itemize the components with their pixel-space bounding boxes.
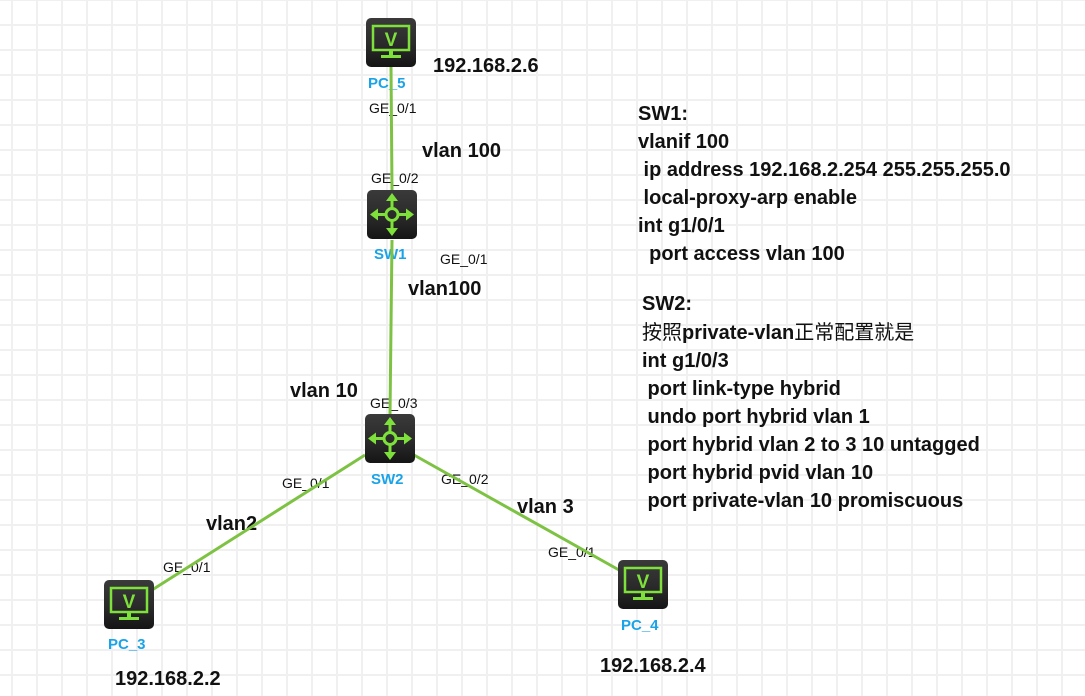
sw2-config-line: int g1/0/3 bbox=[642, 350, 729, 372]
sw1-config-line: port access vlan 100 bbox=[638, 243, 845, 265]
sw2-config-line: undo port hybrid vlan 1 bbox=[642, 406, 870, 428]
sw2-config-line: port hybrid vlan 2 to 3 10 untagged bbox=[642, 434, 980, 456]
sw2-config-line: port hybrid pvid vlan 10 bbox=[642, 462, 874, 484]
sw2-port-right-label: GE_0/2 bbox=[441, 471, 489, 487]
pc-monitor-icon: V bbox=[371, 24, 411, 58]
svg-text:V: V bbox=[385, 30, 398, 51]
vlan-label-sw1-sw2: vlan100 bbox=[408, 278, 482, 300]
pc-monitor-icon: V bbox=[109, 586, 149, 620]
svg-text:V: V bbox=[123, 592, 136, 613]
sw1-label: SW1 bbox=[374, 246, 407, 263]
vlan-label-sw2-pc4: vlan 3 bbox=[517, 496, 574, 518]
sw2-config-line: port private-vlan 10 promiscuous bbox=[642, 490, 964, 512]
pc4-device[interactable]: V bbox=[618, 560, 668, 609]
pc3-device[interactable]: V bbox=[104, 580, 154, 629]
note-prefix: 按照 bbox=[642, 320, 682, 344]
sw2-config-note: 按照private-vlan正常配置就是 bbox=[642, 318, 980, 347]
svg-text:V: V bbox=[637, 572, 650, 593]
pc-monitor-icon: V bbox=[623, 566, 663, 600]
vlan-label-pc5-sw1: vlan 100 bbox=[422, 140, 501, 162]
sw2-config-title: SW2: bbox=[642, 293, 692, 315]
sw2-port-left-label: GE_0/1 bbox=[282, 475, 330, 491]
sw1-config-line: SW1: bbox=[638, 103, 688, 125]
pc3-ip: 192.168.2.2 bbox=[115, 668, 221, 690]
sw2-config-line: port link-type hybrid bbox=[642, 378, 841, 400]
sw1-device[interactable] bbox=[367, 190, 417, 239]
vlan-label-sw2-pc3: vlan2 bbox=[206, 513, 258, 535]
pc5-device[interactable]: V bbox=[366, 18, 416, 67]
pc3-label: PC_3 bbox=[108, 636, 146, 653]
sw2-label: SW2 bbox=[371, 471, 404, 488]
sw2-device[interactable] bbox=[365, 414, 415, 463]
sw2-port-up-label: GE_0/3 bbox=[370, 395, 418, 411]
pc5-port-label: GE_0/1 bbox=[369, 100, 417, 116]
sw1-config-line: int g1/0/1 bbox=[638, 215, 725, 237]
note-suffix: 正常配置就是 bbox=[794, 320, 915, 344]
switch-icon bbox=[370, 193, 414, 236]
pc4-port-label: GE_0/1 bbox=[548, 544, 596, 560]
pc4-ip: 192.168.2.4 bbox=[600, 655, 706, 677]
pc5-label: PC_5 bbox=[368, 75, 406, 92]
vlan-label-sw2-up: vlan 10 bbox=[290, 380, 358, 402]
sw1-config-text: SW1: vlanif 100 ip address 192.168.2.254… bbox=[638, 100, 1011, 268]
sw1-config-line: ip address 192.168.2.254 255.255.255.0 bbox=[638, 159, 1011, 181]
sw1-config-line: local-proxy-arp enable bbox=[638, 187, 857, 209]
sw2-config-text: SW2: 按照private-vlan正常配置就是 int g1/0/3 por… bbox=[642, 290, 980, 515]
pc4-label: PC_4 bbox=[621, 617, 659, 634]
sw1-port-down-label: GE_0/1 bbox=[440, 251, 488, 267]
sw1-port-up-label: GE_0/2 bbox=[371, 170, 419, 186]
switch-icon bbox=[368, 417, 412, 460]
pc5-ip: 192.168.2.6 bbox=[433, 55, 539, 77]
note-mid: private-vlan bbox=[682, 322, 795, 344]
link-sw1-sw2[interactable] bbox=[388, 239, 394, 415]
sw1-config-line: vlanif 100 bbox=[638, 131, 730, 153]
pc3-port-label: GE_0/1 bbox=[163, 559, 211, 575]
